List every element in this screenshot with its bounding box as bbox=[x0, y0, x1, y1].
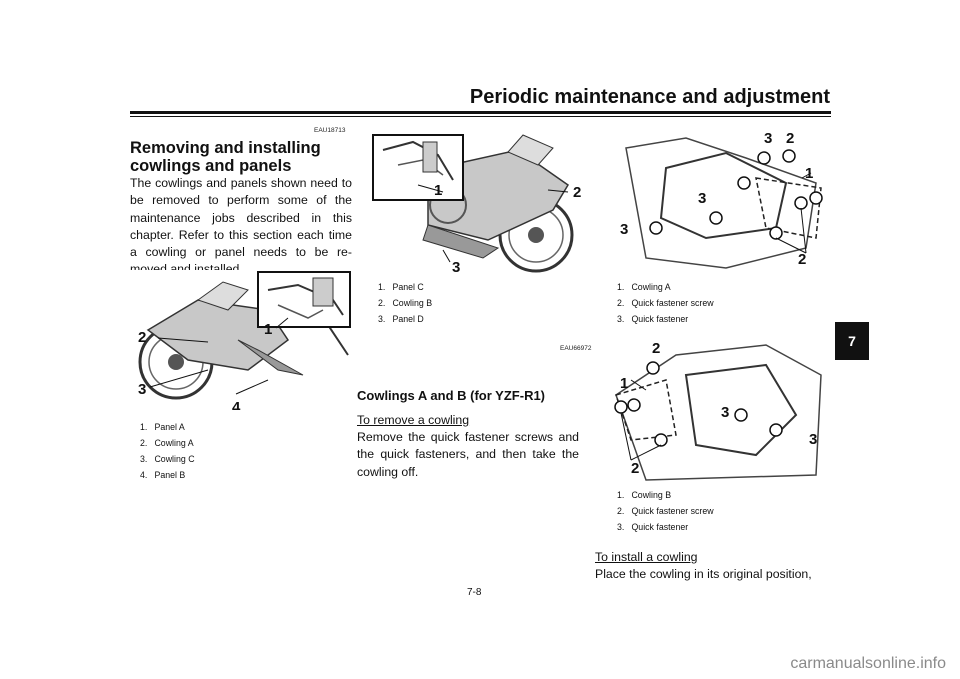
legend-item: 2. Cowling A bbox=[140, 438, 194, 448]
fig1-callout-4: 4 bbox=[232, 399, 241, 410]
legend-item: 1. Panel C bbox=[378, 282, 424, 292]
figure-3-cowling-a: 3 2 1 3 3 2 bbox=[606, 128, 828, 278]
legend-item: 2. Quick fastener screw bbox=[617, 298, 714, 308]
fig3-callout-2-top: 2 bbox=[786, 130, 794, 147]
fig3-callout-1: 1 bbox=[805, 165, 813, 182]
fig1-callout-1: 1 bbox=[264, 321, 272, 338]
legend-item: 3. Panel D bbox=[378, 314, 424, 324]
legend-item: 3. Cowling C bbox=[140, 454, 195, 464]
install-cowling-paragraph: Place the cowling in its original positi… bbox=[595, 567, 812, 581]
cowlings-section-code: EAU66972 bbox=[560, 345, 592, 352]
legend-item: 2. Quick fastener screw bbox=[617, 506, 714, 516]
fig4-callout-3-right: 3 bbox=[809, 431, 817, 448]
remove-cowling-paragraph: Remove the quick fastener screws and the… bbox=[357, 430, 579, 479]
section-code: EAU18713 bbox=[314, 127, 346, 134]
legend-item: 3. Quick fastener bbox=[617, 314, 689, 324]
fig4-callout-3-mid: 3 bbox=[721, 404, 729, 421]
legend-item: 1. Cowling A bbox=[617, 282, 671, 292]
figure-2-legend: 1. Panel C 2. Cowling B 3. Panel D bbox=[378, 279, 432, 327]
legend-item: 2. Cowling B bbox=[378, 298, 433, 308]
fig2-callout-2: 2 bbox=[573, 184, 581, 201]
figure-1-legend: 1. Panel A 2. Cowling A 3. Cowling C 4. … bbox=[140, 419, 195, 483]
page-number: 7-8 bbox=[467, 587, 482, 598]
fig2-callout-1: 1 bbox=[434, 182, 442, 199]
legend-item: 1. Cowling B bbox=[617, 490, 672, 500]
fig4-callout-2-bottom: 2 bbox=[631, 460, 639, 477]
fig1-callout-3: 3 bbox=[138, 381, 146, 398]
chapter-tab[interactable]: 7 bbox=[835, 322, 869, 360]
legend-item: 4. Panel B bbox=[140, 470, 186, 480]
figure-1-motorcycle-left-side: 1 2 3 4 bbox=[128, 270, 353, 416]
install-cowling-title: To install a cowling bbox=[595, 550, 698, 564]
fig3-callout-3-top: 3 bbox=[764, 130, 772, 147]
page-title: Periodic maintenance and adjustment bbox=[469, 86, 830, 108]
fig4-callout-1: 1 bbox=[620, 375, 628, 392]
figure-2-motorcycle-right-side: 1 2 3 bbox=[368, 130, 590, 280]
fig3-callout-3-mid: 3 bbox=[698, 190, 706, 207]
section-heading: Removing and installing cowlings and pan… bbox=[130, 139, 321, 175]
intro-paragraph: The cowlings and panels shown need to be… bbox=[130, 176, 352, 277]
header-rule bbox=[130, 111, 831, 114]
fig3-callout-2-bottom: 2 bbox=[798, 251, 806, 268]
cowlings-heading: Cowlings A and B (for YZF-R1) bbox=[357, 388, 546, 403]
watermark[interactable]: carmanualsonline.info bbox=[790, 655, 946, 672]
fig4-callout-2-top: 2 bbox=[652, 340, 660, 357]
figure-4-cowling-b: 2 1 3 3 2 bbox=[606, 335, 828, 488]
header-rule-thin bbox=[130, 116, 831, 117]
legend-item: 3. Quick fastener bbox=[617, 522, 689, 532]
figure-3-legend: 1. Cowling A 2. Quick fastener screw 3. … bbox=[617, 279, 714, 327]
remove-cowling-title: To remove a cowling bbox=[357, 413, 470, 427]
fig3-callout-3-left: 3 bbox=[620, 221, 628, 238]
legend-item: 1. Panel A bbox=[140, 422, 185, 432]
figure-4-legend: 1. Cowling B 2. Quick fastener screw 3. … bbox=[617, 487, 714, 535]
fig1-callout-2: 2 bbox=[138, 329, 146, 346]
fig2-callout-3: 3 bbox=[452, 259, 460, 275]
